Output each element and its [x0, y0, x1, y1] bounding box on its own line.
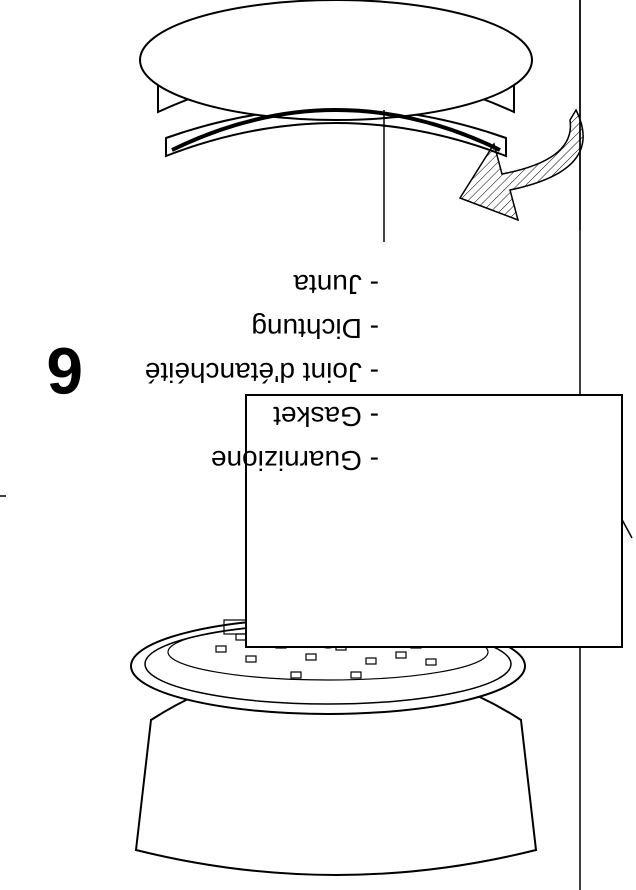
term-item: - Junta	[293, 269, 379, 300]
term-item: - Guarnizione	[210, 445, 379, 476]
term-list: - Guarnizione - Gasket - Joint d'étanché…	[145, 262, 379, 482]
step-number: 6	[46, 334, 83, 408]
base-container	[130, 615, 538, 876]
term-item: - Gasket	[273, 401, 379, 432]
rotation-arrow	[458, 0, 584, 230]
label-text-group: - Guarnizione - Gasket - Joint d'étanché…	[13, 242, 391, 496]
term-item: - Dichtung	[251, 313, 379, 344]
lid	[139, 0, 533, 242]
term-item: - Joint d'étanchéité	[144, 357, 379, 388]
